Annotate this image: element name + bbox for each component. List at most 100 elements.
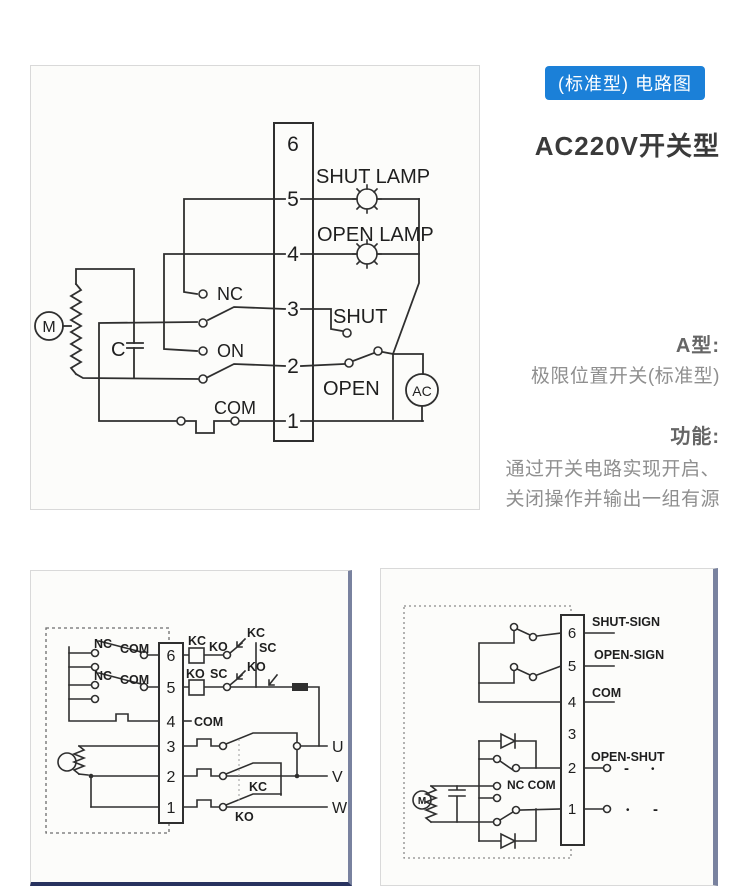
u-switch-pivot bbox=[218, 741, 228, 751]
nc-pivot bbox=[198, 318, 208, 328]
br-terminal-strip bbox=[560, 614, 585, 846]
open-shut-pivot bbox=[344, 358, 354, 368]
nc-label: NC bbox=[217, 284, 243, 304]
row5-nc-label: NC bbox=[94, 669, 112, 683]
shut-contact bbox=[342, 328, 352, 338]
row6-no-contact bbox=[90, 662, 100, 672]
motor-branch-wires bbox=[430, 785, 494, 823]
lower-contact-b bbox=[492, 817, 502, 827]
row6-left-wires bbox=[68, 640, 160, 668]
open-shut-common bbox=[373, 346, 383, 356]
row5-link-wires bbox=[230, 673, 293, 688]
row5-nc-contact bbox=[90, 680, 100, 690]
v-switch-pivot bbox=[218, 771, 228, 781]
t5-contact-b bbox=[528, 672, 538, 682]
br-motor-label: M bbox=[418, 796, 426, 807]
br-terminal-5: 5 bbox=[568, 658, 576, 675]
on-contact bbox=[198, 346, 208, 356]
ko-aux-label: KO bbox=[209, 640, 228, 654]
drop-to-u bbox=[307, 686, 320, 747]
phase-u-label: U bbox=[332, 739, 344, 756]
dotted-enclosure bbox=[403, 605, 572, 859]
ac-label: AC bbox=[412, 383, 431, 399]
ko-coil-label: KO bbox=[186, 667, 205, 681]
shut-sign-label: SHUT-SIGN bbox=[592, 615, 660, 629]
kc-top-label: KC bbox=[247, 626, 265, 640]
capacitor-plates bbox=[126, 342, 144, 349]
br-com-label: COM bbox=[592, 686, 621, 700]
motor-junction-dot bbox=[88, 773, 94, 779]
type-a-label: A型: bbox=[675, 335, 720, 357]
bottom-left-circuit-diagram: 6 5 4 3 2 1 NC COM NC COM COM KC KO KC S… bbox=[30, 570, 352, 886]
wire-t3-nc-arm bbox=[206, 306, 286, 322]
wire-node-link bbox=[381, 350, 395, 356]
br-terminal-3: 3 bbox=[568, 726, 576, 743]
t5-contact-a bbox=[509, 662, 519, 672]
terminal-block bbox=[273, 122, 314, 442]
bl-motor-winding bbox=[71, 744, 87, 776]
ac-source-icon bbox=[405, 373, 439, 407]
wire-cap-loop bbox=[75, 268, 135, 379]
br-motor-winding bbox=[423, 784, 439, 824]
u-row-wires bbox=[182, 732, 328, 747]
terminal-6: 6 bbox=[287, 133, 299, 156]
com-label: COM bbox=[214, 398, 256, 418]
t1-output-contact bbox=[602, 804, 612, 814]
motor-fork bbox=[78, 773, 92, 808]
wire-t4-on bbox=[163, 253, 286, 352]
output-wires bbox=[583, 767, 604, 810]
main-circuit-diagram: M AC 6 5 4 3 2 1 SHUT LAMP OPEN LAMP NC … bbox=[30, 65, 480, 510]
upper-changeover-wires bbox=[478, 758, 562, 772]
open-shut-label: OPEN-SHUT bbox=[591, 750, 665, 764]
wire-t2-on-arm bbox=[206, 363, 286, 379]
t2-output-contact bbox=[602, 763, 612, 773]
phase-w-label: W bbox=[332, 800, 347, 817]
lower-contact-a bbox=[492, 793, 502, 803]
terminal-2: 2 bbox=[287, 355, 299, 378]
open-sign-label: OPEN-SIGN bbox=[594, 648, 664, 662]
kc-coil-box bbox=[188, 647, 205, 664]
wire-t5-nc bbox=[183, 198, 286, 296]
motor-label: M bbox=[42, 319, 55, 336]
t5-left-wires bbox=[478, 664, 563, 684]
bottom-left-svg: 6 5 4 3 2 1 NC COM NC COM COM KC KO KC S… bbox=[45, 626, 347, 834]
br-terminal-6: 6 bbox=[568, 625, 576, 642]
br-terminal-4: 4 bbox=[568, 694, 576, 711]
row6-com-label: COM bbox=[120, 642, 149, 656]
nc-com-label: NC COM bbox=[507, 778, 556, 792]
resistor bbox=[292, 683, 308, 691]
row5-com-contact bbox=[139, 682, 149, 692]
t1-mark-b: - bbox=[653, 801, 658, 818]
type-a-desc: 极限位置开关(标准型) bbox=[530, 366, 720, 387]
badge-circuit-type: (标准型) 电路图 bbox=[545, 66, 705, 100]
shut-lamp-label: SHUT LAMP bbox=[316, 166, 430, 188]
t6-contact-a bbox=[509, 622, 519, 632]
br-terminal-1: 1 bbox=[568, 801, 576, 818]
function-label: 功能: bbox=[670, 426, 720, 448]
upper-contact-a bbox=[492, 754, 502, 764]
page-title: AC220V开关型 bbox=[534, 131, 720, 161]
sign-wires bbox=[583, 632, 615, 703]
bl-terminal-1: 1 bbox=[167, 800, 176, 817]
v-row-wires bbox=[182, 762, 328, 777]
br-terminal-2: 2 bbox=[568, 760, 576, 777]
bottom-right-svg: M NC COM 6 5 4 3 2 1 SHUT-SIGN OPEN-SIGN… bbox=[403, 605, 665, 859]
com-contact-a bbox=[230, 416, 240, 426]
bl-terminal-6: 6 bbox=[167, 648, 176, 665]
open-label: OPEN bbox=[323, 378, 380, 400]
motor-icon bbox=[34, 311, 64, 341]
motor-winding bbox=[69, 282, 83, 376]
row6-com-contact bbox=[139, 650, 149, 660]
row5-ko-contact bbox=[222, 682, 232, 692]
capacitor-label: C bbox=[111, 339, 125, 361]
diode-top-icon bbox=[500, 732, 517, 750]
com4-label: COM bbox=[194, 715, 223, 729]
row6-kc-contact bbox=[222, 650, 232, 660]
com-contact-b bbox=[176, 416, 186, 426]
w-switch-pivot bbox=[218, 802, 228, 812]
t1-mark-a: • bbox=[626, 805, 630, 816]
terminal-1: 1 bbox=[287, 410, 299, 433]
row5-right-wires bbox=[182, 669, 247, 688]
row6-nc-label: NC bbox=[94, 637, 112, 651]
